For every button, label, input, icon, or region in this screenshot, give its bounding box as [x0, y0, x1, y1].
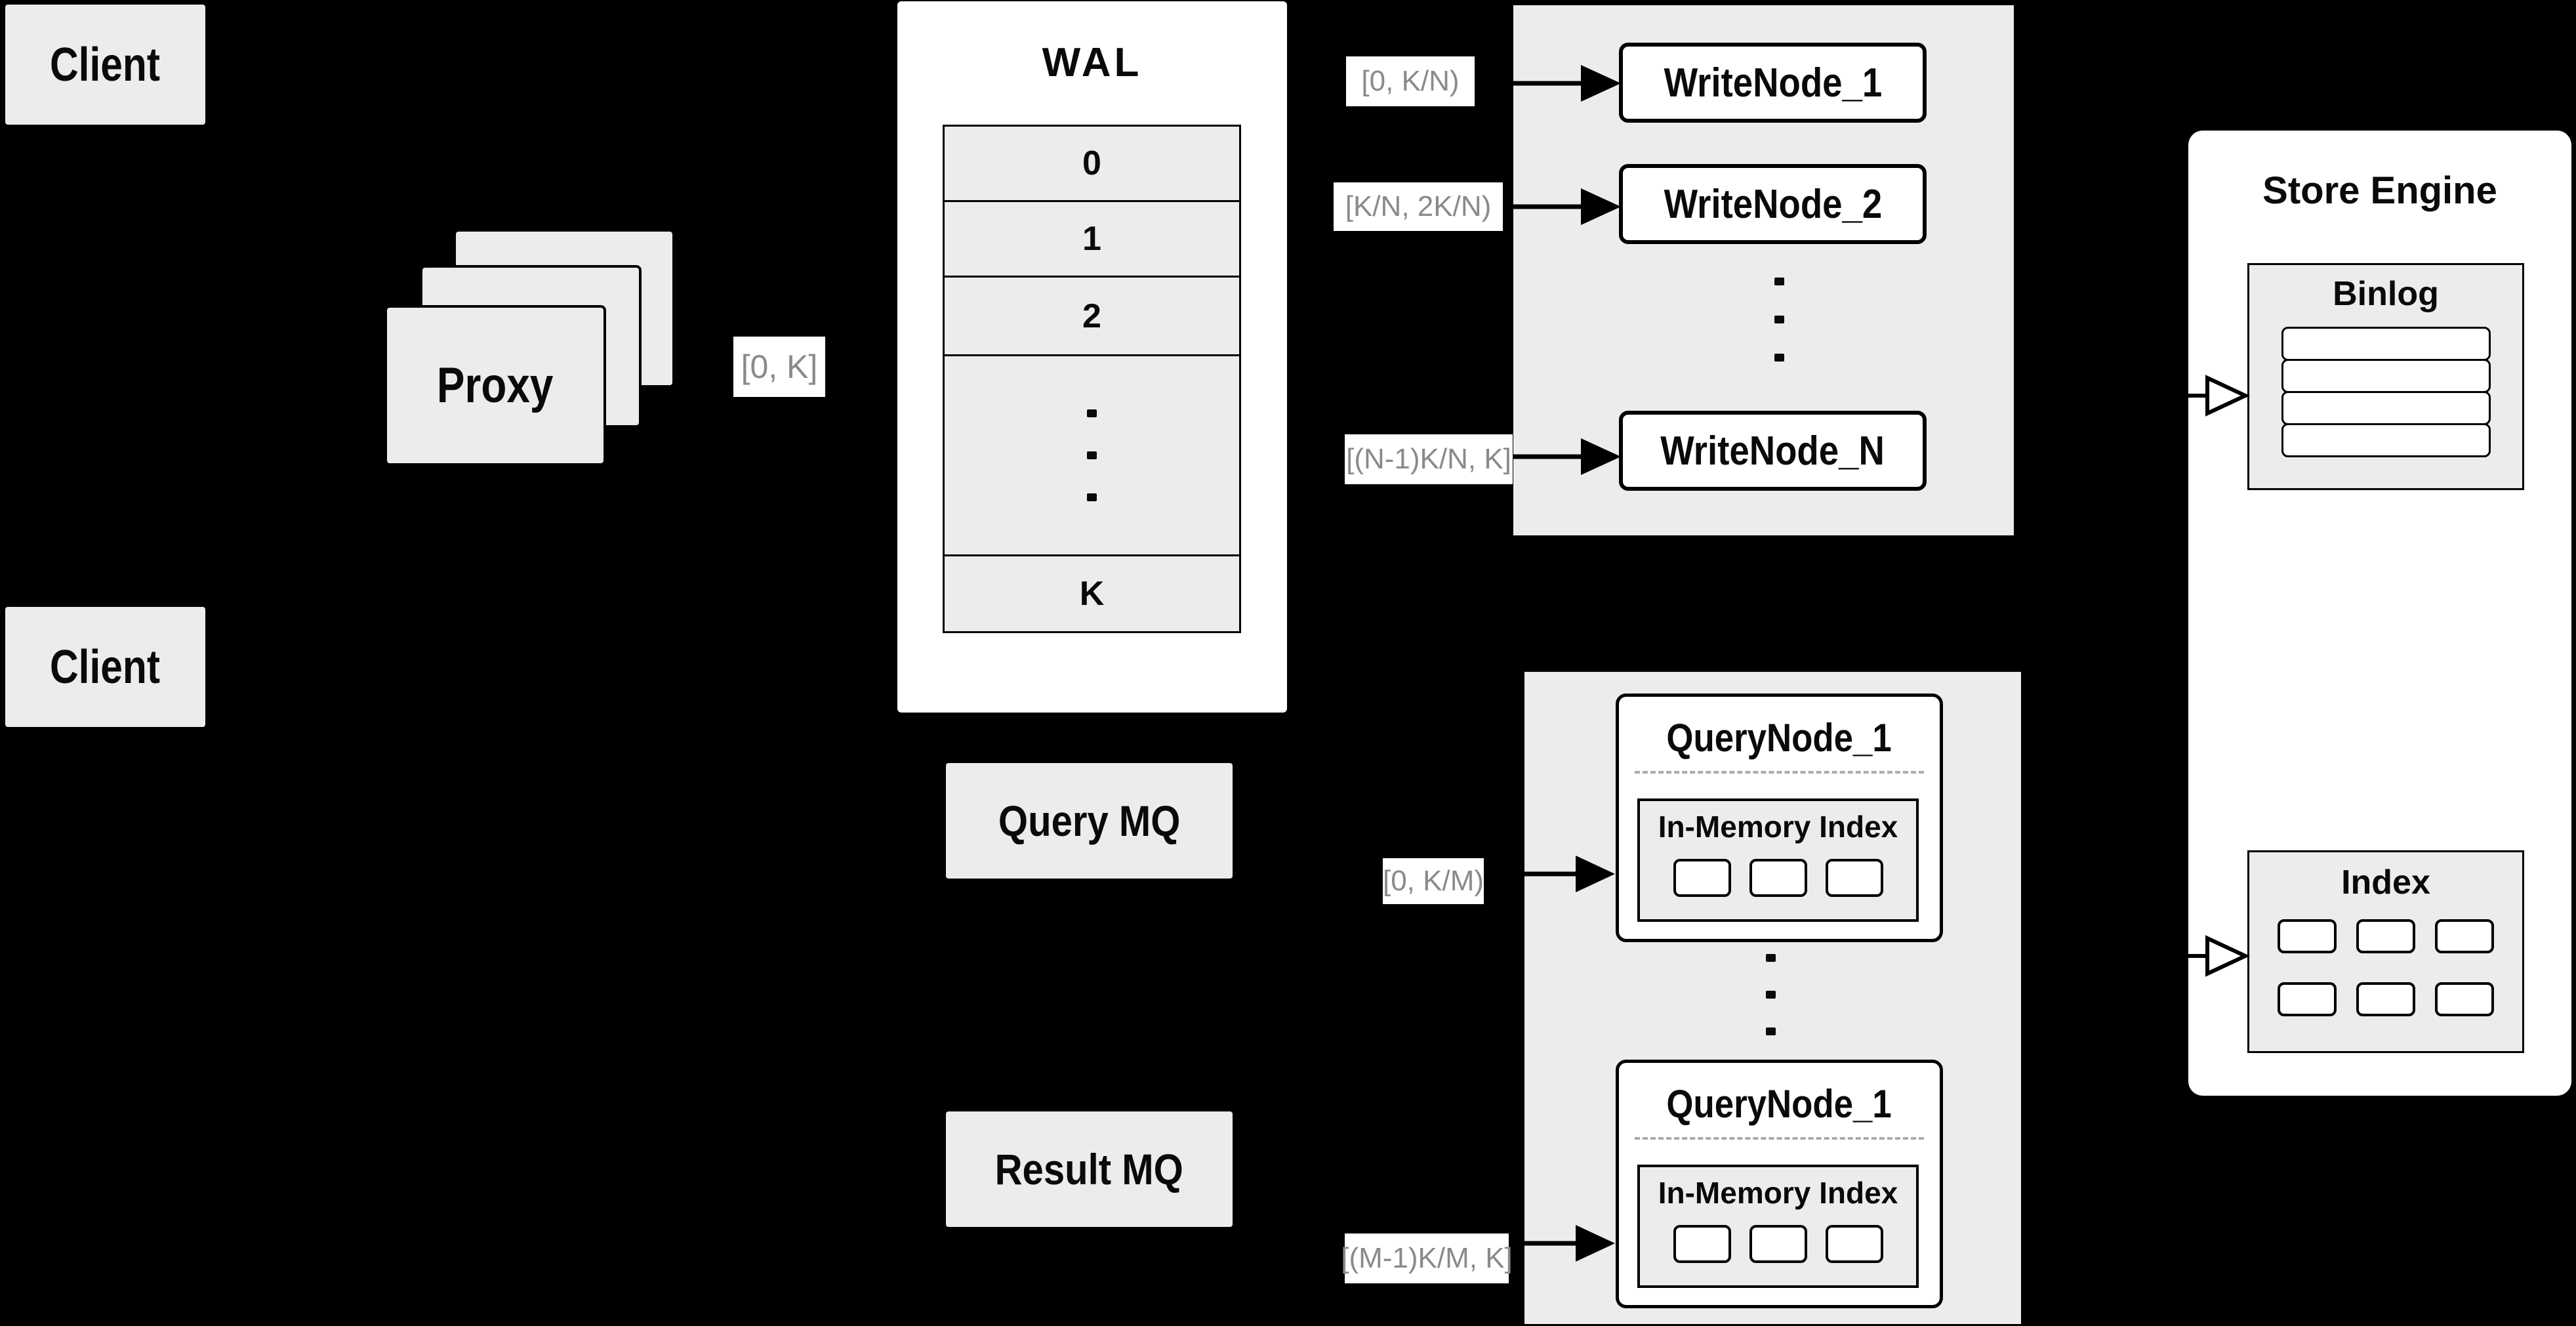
client-top-label: Client	[50, 38, 161, 91]
range-label-query-m: [(M-1)K/M, K]	[1341, 1233, 1513, 1283]
index-cell	[2278, 982, 2337, 1016]
arrow-to-write-node-1	[1476, 65, 1621, 102]
query-node-panel: QueryNode_1 In-Memory Index QueryNode_1	[1523, 670, 2023, 1326]
write-node-1-label: WriteNode_1	[1664, 60, 1882, 106]
arrow-to-binlog	[2119, 375, 2251, 417]
range-label-write-n: [(N-1)K/N, K]	[1345, 434, 1513, 484]
memory-cell	[1673, 1225, 1731, 1263]
store-engine-panel: Store Engine Binlog Index	[2188, 131, 2571, 1096]
write-node-2: WriteNode_2	[1619, 164, 1927, 244]
proxy-box-front: Proxy	[384, 305, 606, 466]
client-box-bottom: Client	[5, 607, 205, 727]
index-title: Index	[2341, 863, 2430, 901]
result-mq-box: Result MQ	[946, 1111, 1233, 1227]
wal-table: 0 1 2 K	[943, 125, 1241, 633]
in-memory-cells	[1640, 859, 1916, 897]
range-label-query-1: [0, K/M)	[1383, 858, 1484, 904]
query-node-top: QueryNode_1 In-Memory Index	[1616, 694, 1943, 942]
in-memory-index-bottom-title: In-Memory Index	[1658, 1176, 1898, 1210]
wal-panel: WAL 0 1 2 K	[897, 1, 1287, 713]
binlog-rows	[2281, 327, 2491, 457]
in-memory-cells	[1640, 1225, 1916, 1263]
query-node-bottom: QueryNode_1 In-Memory Index	[1616, 1060, 1943, 1308]
memory-cell	[1825, 859, 1883, 897]
wal-row-ellipsis	[945, 356, 1239, 556]
binlog-row	[2281, 359, 2491, 393]
range-label-write-1: [0, K/N)	[1346, 56, 1475, 106]
arrow-to-index	[2119, 935, 2251, 977]
client-bottom-label: Client	[50, 640, 161, 694]
query-mq-label: Query MQ	[998, 797, 1181, 845]
write-node-2-label: WriteNode_2	[1664, 181, 1882, 227]
memory-cell	[1749, 1225, 1807, 1263]
wal-row-0: 0	[945, 127, 1239, 202]
wal-row-k: K	[1079, 575, 1105, 613]
query-node-top-title: QueryNode_1	[1666, 716, 1892, 760]
write-node-panel: WriteNode_1 WriteNode_2 WriteNode_N	[1511, 3, 2016, 537]
ellipsis-dots	[1087, 409, 1097, 501]
wal-title: WAL	[1042, 40, 1143, 85]
index-cells-row-1	[2249, 919, 2522, 953]
write-node-1: WriteNode_1	[1619, 43, 1927, 123]
index-cell	[2356, 982, 2415, 1016]
arrow-to-write-node-n	[1513, 438, 1621, 475]
memory-cell	[1673, 859, 1731, 897]
index-cell	[2356, 919, 2415, 953]
range-label-proxy-out: [0, K]	[733, 337, 825, 397]
index-cells-row-2	[2249, 982, 2522, 1016]
result-mq-label: Result MQ	[994, 1145, 1184, 1193]
store-engine-title: Store Engine	[2262, 169, 2497, 212]
index-cell	[2435, 919, 2494, 953]
ellipsis-dots	[1766, 954, 1776, 1035]
memory-cell	[1825, 1225, 1883, 1263]
query-mq-box: Query MQ	[946, 763, 1233, 879]
arrow-to-query-node-bottom	[1509, 1225, 1615, 1262]
client-box-top: Client	[5, 5, 205, 125]
index-cell	[2278, 919, 2337, 953]
binlog-title: Binlog	[2333, 275, 2439, 313]
query-node-bottom-title: QueryNode_1	[1666, 1082, 1892, 1126]
proxy-label: Proxy	[437, 358, 554, 413]
wal-row-1: 1	[945, 202, 1239, 278]
range-label-write-2: [K/N, 2K/N)	[1334, 182, 1503, 231]
arrow-to-query-node-top	[1484, 856, 1615, 892]
dashed-divider	[1635, 771, 1924, 774]
write-node-n: WriteNode_N	[1619, 411, 1927, 491]
index-cell	[2435, 982, 2494, 1016]
binlog-row	[2281, 423, 2491, 457]
in-memory-index-box-bottom: In-Memory Index	[1637, 1165, 1919, 1288]
index-box: Index	[2247, 850, 2524, 1053]
binlog-box: Binlog	[2247, 263, 2524, 490]
in-memory-index-box-top: In-Memory Index	[1637, 798, 1919, 922]
wal-row-2: 2	[945, 278, 1239, 356]
memory-cell	[1749, 859, 1807, 897]
write-node-n-label: WriteNode_N	[1660, 428, 1885, 474]
ellipsis-dots	[1774, 278, 1784, 362]
in-memory-index-top-title: In-Memory Index	[1658, 810, 1898, 844]
arrow-to-write-node-2	[1503, 188, 1621, 225]
dashed-divider	[1635, 1137, 1924, 1140]
